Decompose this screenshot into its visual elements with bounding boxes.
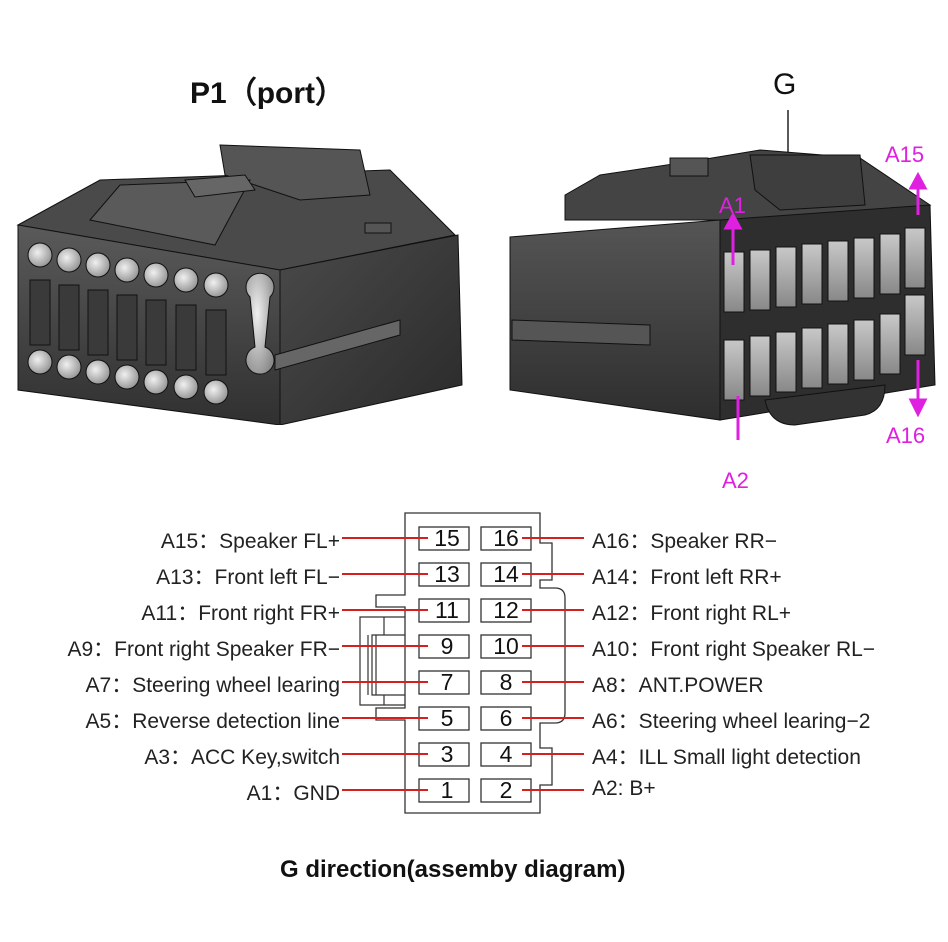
pin-number-5: 5: [441, 705, 454, 731]
pin-number-11: 11: [435, 597, 459, 623]
pin-number-3: 3: [441, 741, 454, 767]
pin-label-a16: A16：Speaker RR−: [592, 530, 778, 553]
pin-label-a2: A2: B+: [592, 777, 656, 800]
pin-label-a15: A15：Speaker FL+: [160, 530, 340, 553]
right-pin-labels: A16：Speaker RR− A14：Front left RR+ A12：F…: [592, 505, 948, 825]
pin-number-6: 6: [500, 705, 513, 731]
pin-label-a5: A5：Reverse detection line: [85, 710, 340, 733]
pin-number-7: 7: [441, 669, 454, 695]
diagram-caption: G direction(assemby diagram): [280, 856, 626, 883]
pin-number-1: 1: [441, 777, 454, 803]
pin-label-a8: A8：ANT.POWER: [592, 674, 764, 697]
pin-number-16: 16: [493, 525, 519, 551]
left-pin-labels: A15：Speaker FL+ A13：Front left FL− A11：F…: [0, 505, 340, 825]
pin-number-4: 4: [500, 741, 513, 767]
pin-number-10: 10: [493, 633, 519, 659]
pin-number-2: 2: [500, 777, 513, 803]
pin-label-a14: A14：Front left RR+: [592, 566, 782, 589]
pin-number-12: 12: [493, 597, 519, 623]
pin-label-a3: A3：ACC Key,switch: [144, 746, 340, 769]
p1-top-holes: [27, 242, 229, 298]
pin-label-a10: A10：Front right Speaker RL−: [592, 638, 876, 661]
p1-port-title: P1（port）: [190, 77, 346, 110]
pin-label-a1: A1：GND: [246, 782, 340, 805]
pin-number-13: 13: [434, 561, 460, 587]
pin-number-15: 15: [434, 525, 460, 551]
pin-number-14: 14: [493, 561, 519, 587]
pin-marker-a15: A15: [885, 142, 925, 167]
pin-marker-a16: A16: [886, 423, 926, 448]
pin-label-a9: A9：Front right Speaker FR−: [67, 638, 340, 661]
pin-label-a7: A7：Steering wheel learing: [85, 674, 340, 697]
pin-number-9: 9: [441, 633, 454, 659]
pinout-diagram: 15 13 11 9 7 5 3 1 16 14 12 10 8 6 4 2: [342, 512, 584, 814]
pin-label-a6: A6：Steering wheel learing−2: [592, 710, 871, 733]
g-connector-illustration: [509, 110, 936, 440]
pin-marker-a2: A2: [722, 468, 749, 493]
p1-connector-illustration: [16, 144, 463, 425]
g-direction-title: G: [773, 68, 797, 101]
p1-bottom-holes: [27, 349, 229, 405]
pin-label-a12: A12：Front right RL+: [592, 602, 792, 625]
pin-label-a4: A4：ILL Small light detection: [592, 746, 861, 769]
pin-label-a13: A13：Front left FL−: [156, 566, 340, 589]
g-top-slots: [723, 227, 926, 313]
pin-marker-a1: A1: [719, 193, 746, 218]
pin-label-a11: A11：Front right FR+: [141, 602, 340, 625]
pin-number-8: 8: [500, 669, 513, 695]
g-bottom-slots: [723, 294, 926, 401]
